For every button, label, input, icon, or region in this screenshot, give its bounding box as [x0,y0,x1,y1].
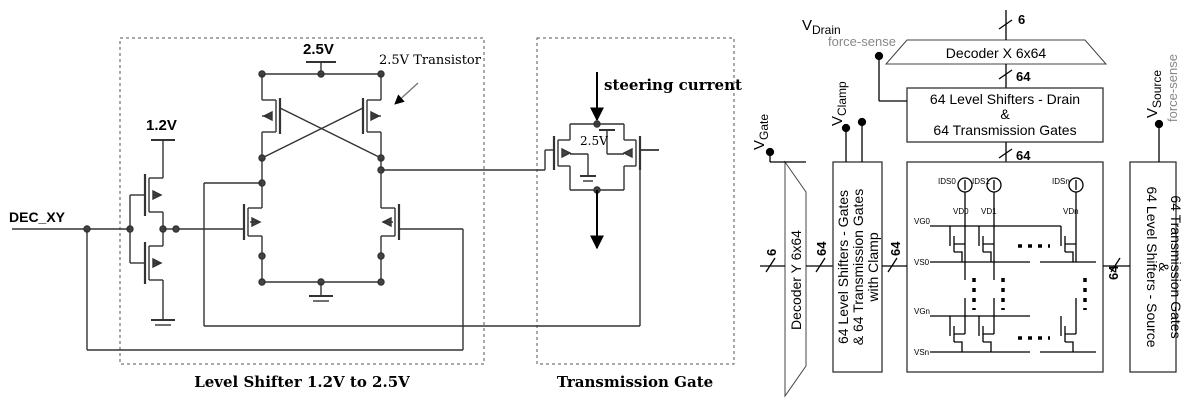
vdrain-main: V [802,17,812,34]
bus-left-label: 6 [764,249,779,256]
ids1-label: IDS1 [972,177,990,186]
bus-dec-gate-label: 64 [814,241,829,256]
decoder-y-block [784,160,807,398]
gate-block-line2: & 64 Transmission Gates [850,189,866,345]
vd0-label: VD0 [953,207,969,216]
drain-block-line3: 64 Transmission Gates [933,122,1076,138]
vdn-label: VDn [1063,207,1079,216]
transmission-gate-box [536,37,735,365]
source-block [1129,161,1177,373]
vsource-note: force-sense [1165,54,1180,122]
decoder-y-label: Decoder Y 6x64 [788,230,804,330]
gate-block-line3: with Clamp [865,232,881,302]
vsource-main: V [1144,108,1161,118]
vd1-label: VD1 [981,207,997,216]
idsn-label: IDSn [1052,177,1070,186]
bus-mid-top-label: 64 [1016,69,1031,84]
vgate-main: V [751,140,768,150]
vsource-label: VSource [1144,70,1164,118]
vclamp-sub: Clamp [835,81,849,116]
decoder-x-label: Decoder X 6x64 [946,45,1047,61]
vg0-label: VG0 [914,217,931,226]
vsource-sub: Source [1150,70,1164,108]
transistor-note-label: 2.5V Transistor [379,53,482,68]
transmission-gate-circuit [545,72,659,250]
gate-block [832,161,883,373]
gate-block-line1: 64 Level Shifters - Gates [835,190,851,344]
level-shifter-title: Level Shifter 1.2V to 2.5V [194,373,410,391]
vsn-label: VSn [914,348,929,357]
source-block-line3: 64 Transmission Gates [1168,195,1184,338]
vdrain-label: VDrain [802,17,841,37]
vgate-label: VGate [751,114,771,150]
decoder-x-block [884,39,1108,65]
array-block-diagram [760,10,1177,398]
cell-array-block [906,161,1104,373]
transmission-gate-title: Transmission Gate [557,373,713,391]
drain-block-line1: 64 Level Shifters - Drain [930,91,1080,107]
source-block-line1: 64 Level Shifters - Source [1144,186,1160,347]
level-shifter-panel [12,37,735,365]
bus-top-label: 6 [1018,12,1025,27]
steering-current-label: steering current [604,76,742,94]
vgate-sub: Gate [757,114,771,140]
tg-voltage-label: 2.5V [580,134,608,148]
level-shifter-box [119,37,485,365]
drain-block-line2: & [1000,106,1010,122]
drain-block [906,87,1104,143]
supply-2v5-label: 2.5V [303,41,334,58]
supply-1v2-label: 1.2V [146,117,177,134]
ids0-label: IDS0 [938,177,956,186]
dec-xy-input-label: DEC_XY [9,209,66,225]
vdrain-note: force-sense [828,34,896,49]
vclamp-label: VClamp [829,81,849,126]
vgn-label: VGn [914,307,930,316]
bus-drain-bottom-label: 64 [1016,148,1031,163]
bus-array-source-label: 64 [1106,265,1121,280]
vdrain-sub: Drain [812,23,841,37]
source-block-line2: & [1156,262,1172,272]
vclamp-main: V [829,116,846,126]
vs0-label: VS0 [914,258,930,267]
bus-gate-array-label: 64 [888,241,903,256]
